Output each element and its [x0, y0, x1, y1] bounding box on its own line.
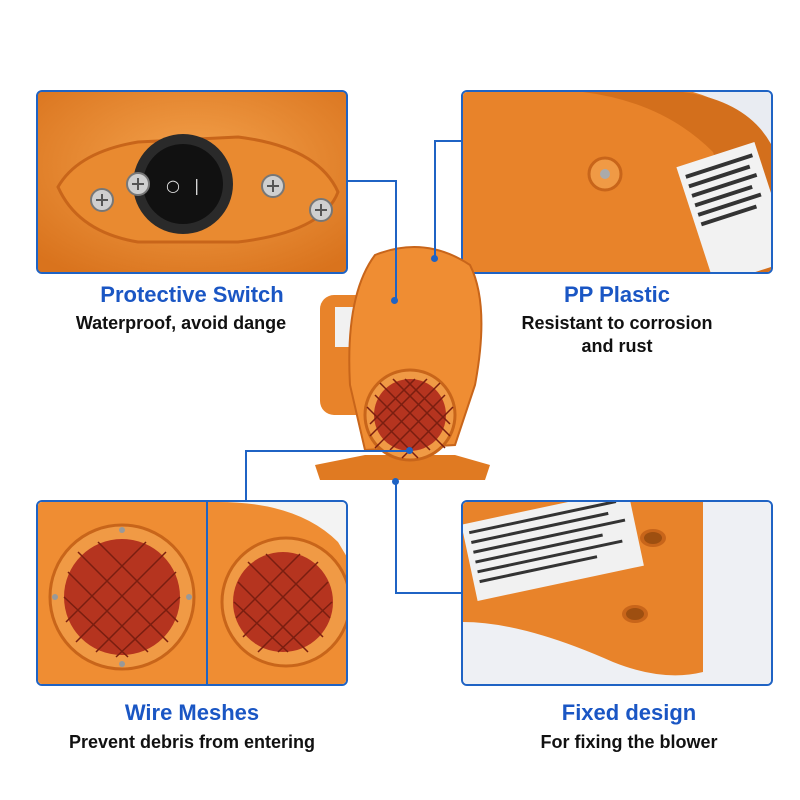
connector-mesh [245, 450, 412, 502]
switch-photo-panel: ○ | [36, 90, 348, 274]
plastic-photo [463, 92, 771, 272]
fixed-title: Fixed design [561, 700, 697, 725]
screw-icon [90, 188, 114, 212]
screw-icon [261, 174, 285, 198]
svg-text:|: | [194, 176, 199, 195]
connector-dot [431, 255, 438, 262]
connector-dot [391, 297, 398, 304]
connector-dot [406, 447, 413, 454]
blower-product-image [305, 235, 500, 480]
wire-mesh-icon [48, 523, 196, 671]
connector-fixed [395, 482, 463, 594]
wire-mesh-icon [220, 536, 346, 668]
connector-dot [392, 478, 399, 485]
mesh-title: Wire Meshes [124, 700, 260, 725]
mesh-description: Prevent debris from entering [68, 732, 316, 752]
mesh-photo [38, 502, 346, 684]
mounting-hole-icon [640, 529, 666, 547]
switch-photo: ○ | [38, 92, 346, 272]
plastic-title: PP Plastic [564, 282, 670, 307]
plastic-photo-panel [461, 90, 773, 274]
base-photo-panel [461, 500, 773, 686]
svg-text:○: ○ [166, 176, 180, 195]
mounting-hole-icon [622, 605, 648, 623]
connector-plastic [434, 140, 463, 260]
switch-title: Protective Switch [100, 282, 284, 307]
plastic-description-line2: and rust [581, 336, 653, 356]
fixed-description: For fixing the blower [540, 732, 718, 752]
switch-description: Waterproof, avoid dange [75, 313, 287, 333]
screw-icon [126, 172, 150, 196]
mesh-photo-panel [36, 500, 348, 686]
plastic-description-line1: Resistant to corrosion [521, 313, 713, 333]
base-photo [463, 502, 771, 684]
connector-switch [348, 180, 397, 302]
screw-icon [309, 198, 333, 222]
